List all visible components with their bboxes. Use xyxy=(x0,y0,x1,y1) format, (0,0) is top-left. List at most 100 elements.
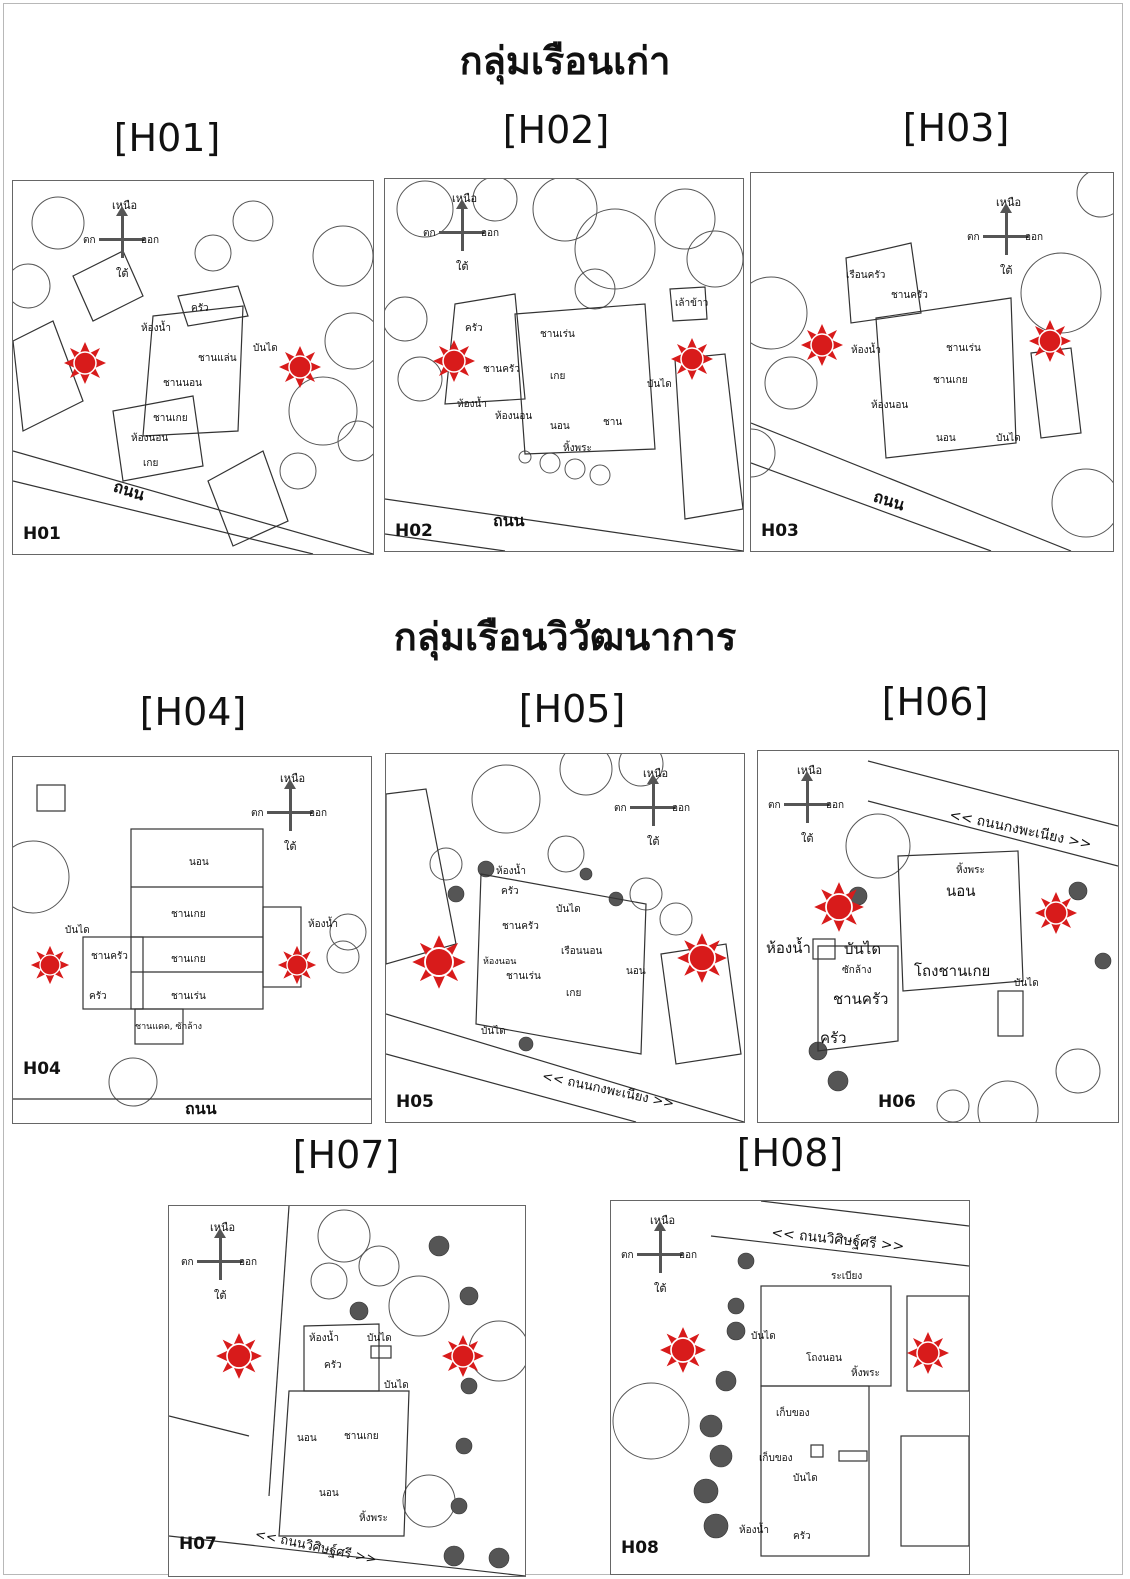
code-h03: [H03] xyxy=(902,106,1010,150)
plan-h05: เหนือ ตก ออก ใต้ ห้องน้ำ ครัว บันได ชานค… xyxy=(385,753,745,1123)
room-label: นอน xyxy=(297,1433,317,1444)
room-label: ชานเกย xyxy=(171,954,206,965)
road-label: ถนน xyxy=(493,511,525,530)
sun-icon xyxy=(677,933,727,983)
north-arrow-icon xyxy=(214,1228,226,1238)
compass-south-label: ใต้ xyxy=(284,840,297,853)
compass-west-label: ตก xyxy=(614,803,627,814)
plan-h02: เหนือ ตก ออก ใต้ ครัว ชานเร่น ชานครัว เก… xyxy=(384,178,744,552)
plan-h06-drawing xyxy=(808,760,1118,1122)
room-label: ซักล้าง xyxy=(842,965,872,976)
room-label: บันได xyxy=(384,1380,409,1391)
room-label: ห้องนอน xyxy=(871,400,909,411)
north-arrow-icon xyxy=(654,1221,666,1231)
room-label: ชานเกย xyxy=(153,413,188,424)
room-label: ครัว xyxy=(793,1531,811,1542)
code-h02: [H02] xyxy=(502,108,610,152)
room-label: ครัว xyxy=(191,303,209,314)
compass-east-label: ออก xyxy=(1025,232,1044,243)
compass-east-label: ออก xyxy=(141,235,160,246)
compass-west-label: ตก xyxy=(181,1257,194,1268)
room-label: ห้องนอน xyxy=(495,411,533,422)
compass-south-label: ใต้ xyxy=(801,832,814,845)
code-h08: [H08] xyxy=(736,1131,844,1175)
plan-tag: H08 xyxy=(621,1538,659,1558)
room-label: ห้องน้ำ xyxy=(457,399,487,410)
room-label: หิ้งพระ xyxy=(851,1368,880,1379)
room-label: ชานเกย xyxy=(171,909,206,920)
code-h06: [H06] xyxy=(881,680,989,724)
north-arrow-icon xyxy=(801,771,813,781)
compass-east-label: ออก xyxy=(239,1257,258,1268)
sun-icon xyxy=(279,346,321,388)
plan-h06: เหนือ ตก ออก ใต้ หิ้งพระ นอน โถงชานเกย ห… xyxy=(757,750,1119,1123)
room-label: ครัว xyxy=(465,323,483,334)
north-arrow-icon xyxy=(456,199,468,209)
plan-tag: H05 xyxy=(396,1092,434,1112)
compass-south-label: ใต้ xyxy=(116,267,129,280)
room-label: บันได xyxy=(253,343,278,354)
room-label: บันได xyxy=(647,379,672,390)
north-arrow-icon xyxy=(1000,203,1012,213)
room-label: เรือนนอน xyxy=(561,946,603,957)
room-label: เกย xyxy=(143,458,159,469)
code-h07: [H07] xyxy=(292,1133,400,1177)
room-label: นอน xyxy=(626,966,646,977)
room-label: บันได xyxy=(65,925,90,936)
compass-south-label: ใต้ xyxy=(647,835,660,848)
room-label: ชานแล่น xyxy=(198,353,237,364)
room-label: ห้องน้ำ xyxy=(141,323,171,334)
compass-east-label: ออก xyxy=(826,800,845,811)
sun-icon xyxy=(1029,320,1071,362)
room-label: ชานครัว xyxy=(91,951,128,962)
room-label: ชานครัว xyxy=(502,921,539,932)
sun-icon xyxy=(660,1327,706,1373)
figure-frame xyxy=(3,3,1123,1575)
code-h01: [H01] xyxy=(113,116,221,160)
room-label: บันได xyxy=(481,1026,506,1037)
room-label: ครัว xyxy=(89,991,107,1002)
room-label: นอน xyxy=(189,857,209,868)
compass-h06: เหนือ ตก ออก ใต้ xyxy=(768,761,848,847)
compass-h04: เหนือ ตก ออก ใต้ xyxy=(251,769,331,855)
room-label: เล้าข้าว xyxy=(675,298,709,309)
room-label: ห้องน้ำ xyxy=(496,866,526,877)
room-label: ชานเกย xyxy=(344,1431,379,1442)
room-label: บันได xyxy=(996,433,1021,444)
compass-h08: เหนือ ตก ออก ใต้ xyxy=(621,1211,701,1297)
room-label: ครัว xyxy=(324,1360,342,1371)
plan-h02-drawing xyxy=(385,179,743,551)
compass-south-label: ใต้ xyxy=(214,1289,227,1302)
group-title-old: กลุ่มเรือนเก่า xyxy=(459,39,671,83)
plan-h01-drawing xyxy=(13,196,373,554)
sun-icon xyxy=(433,340,475,382)
sun-icon xyxy=(412,935,466,989)
compass-h03: เหนือ ตก ออก ใต้ xyxy=(967,193,1047,279)
room-label: ชาน xyxy=(603,417,623,428)
room-label: นอน xyxy=(550,421,570,432)
room-label: ชานแดด, ซักล้าง xyxy=(135,1022,203,1032)
plan-tag: H01 xyxy=(23,524,61,544)
room-label: โถงนอน xyxy=(806,1353,842,1364)
room-label: ห้องน้ำ xyxy=(309,1333,339,1344)
compass-east-label: ออก xyxy=(679,1250,698,1261)
room-label: ชานนอน xyxy=(163,378,202,389)
compass-west-label: ตก xyxy=(83,235,96,246)
compass-south-label: ใต้ xyxy=(1000,264,1013,277)
plan-h04: เหนือ ตก ออก ใต้ นอน ชานเกย ชานเกย ชานคร… xyxy=(12,756,372,1124)
room-label: ห้องน้ำ xyxy=(766,939,811,957)
sun-icon xyxy=(801,324,843,366)
room-label: บันได xyxy=(751,1331,776,1342)
room-label: ห้องนอน xyxy=(483,957,517,967)
plan-h07-drawing xyxy=(169,1206,525,1576)
room-label: นอน xyxy=(319,1488,339,1499)
north-arrow-icon xyxy=(116,206,128,216)
compass-east-label: ออก xyxy=(481,228,500,239)
compass-south-label: ใต้ xyxy=(654,1282,667,1295)
room-label: ชานครัว xyxy=(483,364,520,375)
room-label: เกย xyxy=(550,371,566,382)
north-arrow-icon xyxy=(284,779,296,789)
code-h05: [H05] xyxy=(518,687,626,731)
room-label: บันได xyxy=(556,904,581,915)
compass-west-label: ตก xyxy=(967,232,980,243)
